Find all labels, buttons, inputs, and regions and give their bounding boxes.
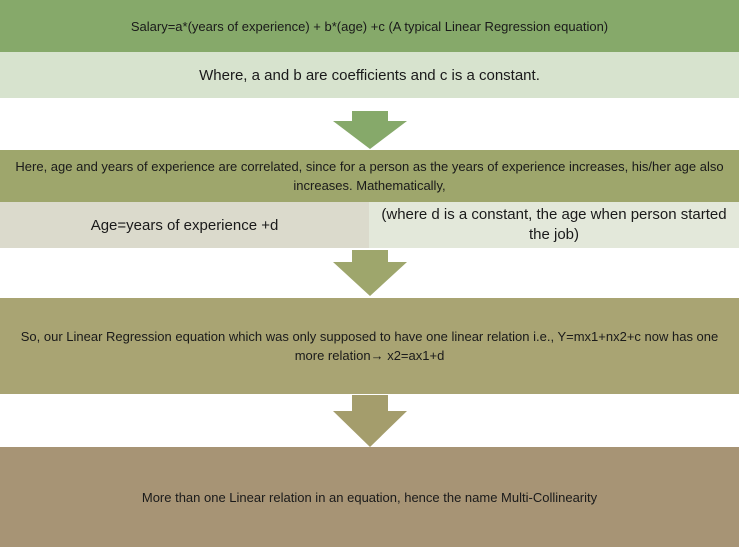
salary-equation-text: Salary=a*(years of experience) + b*(age)… [130, 18, 609, 34]
down-arrow-icon [333, 395, 407, 447]
right-arrow-icon: → [370, 348, 384, 363]
relation-text: So, our Linear Regression equation which… [14, 327, 725, 365]
coefficients-note-box: Where, a and b are coefficients and c is… [0, 52, 739, 98]
conclusion-text: More than one Linear relation in an equa… [141, 489, 598, 505]
relation-text-part1: So, our Linear Regression equation which… [20, 329, 719, 363]
conclusion-box: More than one Linear relation in an equa… [0, 447, 739, 547]
relation-text-part2: x2=ax1+d [383, 348, 445, 363]
correlation-note-text: Here, age and years of experience are co… [15, 159, 724, 193]
salary-equation-box: Salary=a*(years of experience) + b*(age)… [0, 0, 739, 52]
correlation-note-box: Here, age and years of experience are co… [0, 150, 739, 202]
down-arrow-icon [333, 111, 407, 149]
down-arrow-icon [333, 250, 407, 296]
age-equation-box: Age=years of experience +d [0, 202, 369, 248]
age-constant-note-text: (where d is a constant, the age when per… [381, 206, 727, 243]
relation-box: So, our Linear Regression equation which… [0, 298, 739, 394]
age-constant-note-box: (where d is a constant, the age when per… [369, 202, 739, 248]
age-equation-text: Age=years of experience +d [90, 216, 279, 234]
coefficients-note-text: Where, a and b are coefficients and c is… [199, 66, 540, 84]
